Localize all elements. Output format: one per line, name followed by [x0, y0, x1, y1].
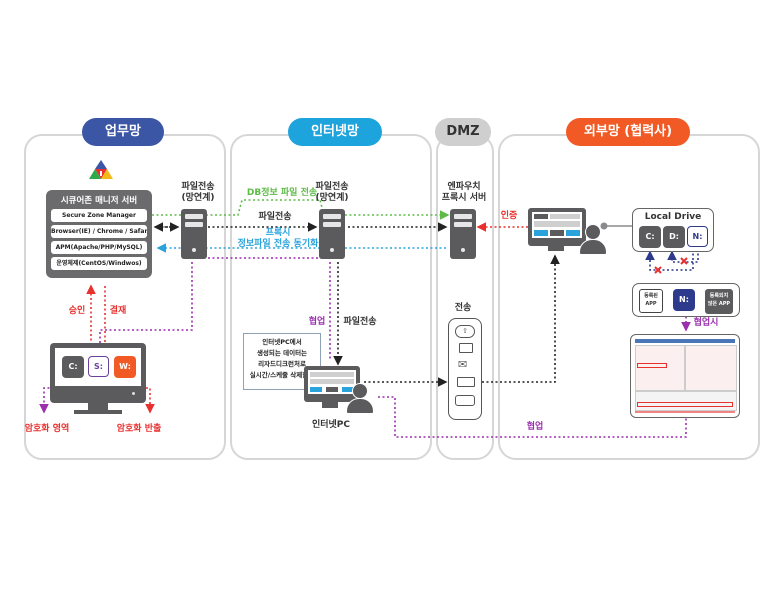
file-transfer-server-1-label: 파일전송 (망연계) — [181, 182, 215, 203]
usb-icon — [459, 343, 473, 353]
secure-zone-manager-server: 시큐어존 매니저 서버 Secure Zone Manager Browser(… — [46, 190, 152, 278]
transfer-label: 전송 — [454, 303, 472, 313]
manager-row: Secure Zone Manager — [51, 209, 147, 222]
proxy-server-label: 엔파우치 프록시 서버 — [441, 182, 487, 203]
manager-row: 운영체제(CentOS/Windwos) — [51, 257, 147, 270]
auth-label: 인증 — [500, 211, 518, 221]
business-pc-monitor: C: S: W: — [50, 343, 146, 403]
business-pc-stand — [88, 403, 108, 411]
secure-zone-logo-icon — [89, 160, 113, 179]
block-x-2 — [654, 266, 662, 274]
zone-label-internet: 인터넷망 — [288, 118, 382, 146]
file-transfer-label: 파일전송 — [258, 212, 292, 222]
proxy-server-icon — [450, 209, 476, 259]
zone-label-external: 외부망 (협력사) — [566, 118, 690, 146]
flow-db-file — [152, 199, 450, 220]
app-drive-n: N: — [673, 289, 695, 311]
local-drive-title: Local Drive — [644, 212, 702, 222]
collab-when-label: 협업시 — [693, 318, 719, 328]
flow-collab-down — [95, 262, 193, 356]
drive-c: C: — [62, 356, 84, 378]
zone-label-dmz: DMZ — [435, 118, 491, 146]
flow-dmz-to-ext — [482, 254, 560, 383]
encrypted-area-label: 암호화 영역 — [24, 424, 70, 434]
manager-server-title: 시큐어존 매니저 서버 — [60, 196, 138, 206]
flow-localdrive-d — [667, 249, 699, 263]
drive-w: W: — [114, 356, 136, 378]
app-control-box: 등록된 APP N: 등록되지 않은 APP — [632, 283, 740, 317]
internet-pc-label: 인터넷PC — [311, 420, 351, 430]
zone-business — [24, 134, 226, 460]
local-drive-c: C: — [639, 226, 661, 248]
collab-label: 협업 — [308, 317, 326, 327]
local-drive-n: N: — [687, 226, 708, 247]
business-pc-base — [74, 410, 122, 414]
zone-dmz — [436, 134, 494, 460]
internet-pc-stand — [322, 402, 338, 408]
external-pc-stand — [548, 246, 564, 251]
transfer-media-box: ⇧ ✉ — [448, 318, 482, 420]
local-drive-d: D: — [663, 226, 685, 248]
payment-label: 결재 — [109, 306, 127, 316]
zone-label-business: 업무망 — [82, 118, 164, 146]
cloud-upload-icon: ⇧ — [455, 325, 475, 338]
approve-label: 승인 — [68, 306, 86, 316]
registered-app: 등록된 APP — [639, 289, 663, 313]
local-drive-box: Local Drive C: D: N: — [632, 208, 714, 252]
hard-drive-icon — [455, 395, 475, 406]
external-pc-monitor — [528, 208, 586, 246]
usb-port-icon — [457, 377, 475, 387]
manager-row: Browser(IE) / Chrome / Safari — [51, 225, 147, 238]
proxy-sync-label: 프록시 정보파일 전송 동기화 — [237, 228, 319, 249]
encrypted-export-label: 암호화 반출 — [116, 424, 162, 434]
db-file-transfer-label: DB정보 파일 전송 — [246, 188, 318, 198]
file-transfer-down-label: 파일전송 — [343, 317, 377, 327]
flow-localdrive-c — [645, 249, 694, 271]
manager-row: APM(Apache/PHP/MySQL) — [51, 241, 147, 254]
collab-app-window — [630, 334, 740, 418]
external-user-icon — [577, 224, 607, 255]
drive-s: S: — [88, 356, 109, 377]
block-x-1 — [680, 257, 688, 265]
collab-bottom-label: 협업 — [526, 422, 544, 432]
file-transfer-server-2-label: 파일전송 (망연계) — [315, 182, 349, 203]
file-transfer-server-1-icon — [181, 209, 207, 259]
mail-icon: ✉ — [458, 358, 468, 371]
unregistered-app: 등록되지 않은 APP — [705, 289, 733, 314]
file-transfer-server-2-icon — [319, 209, 345, 259]
internet-pc-user-icon — [344, 383, 374, 414]
internet-pc-monitor — [304, 366, 360, 402]
